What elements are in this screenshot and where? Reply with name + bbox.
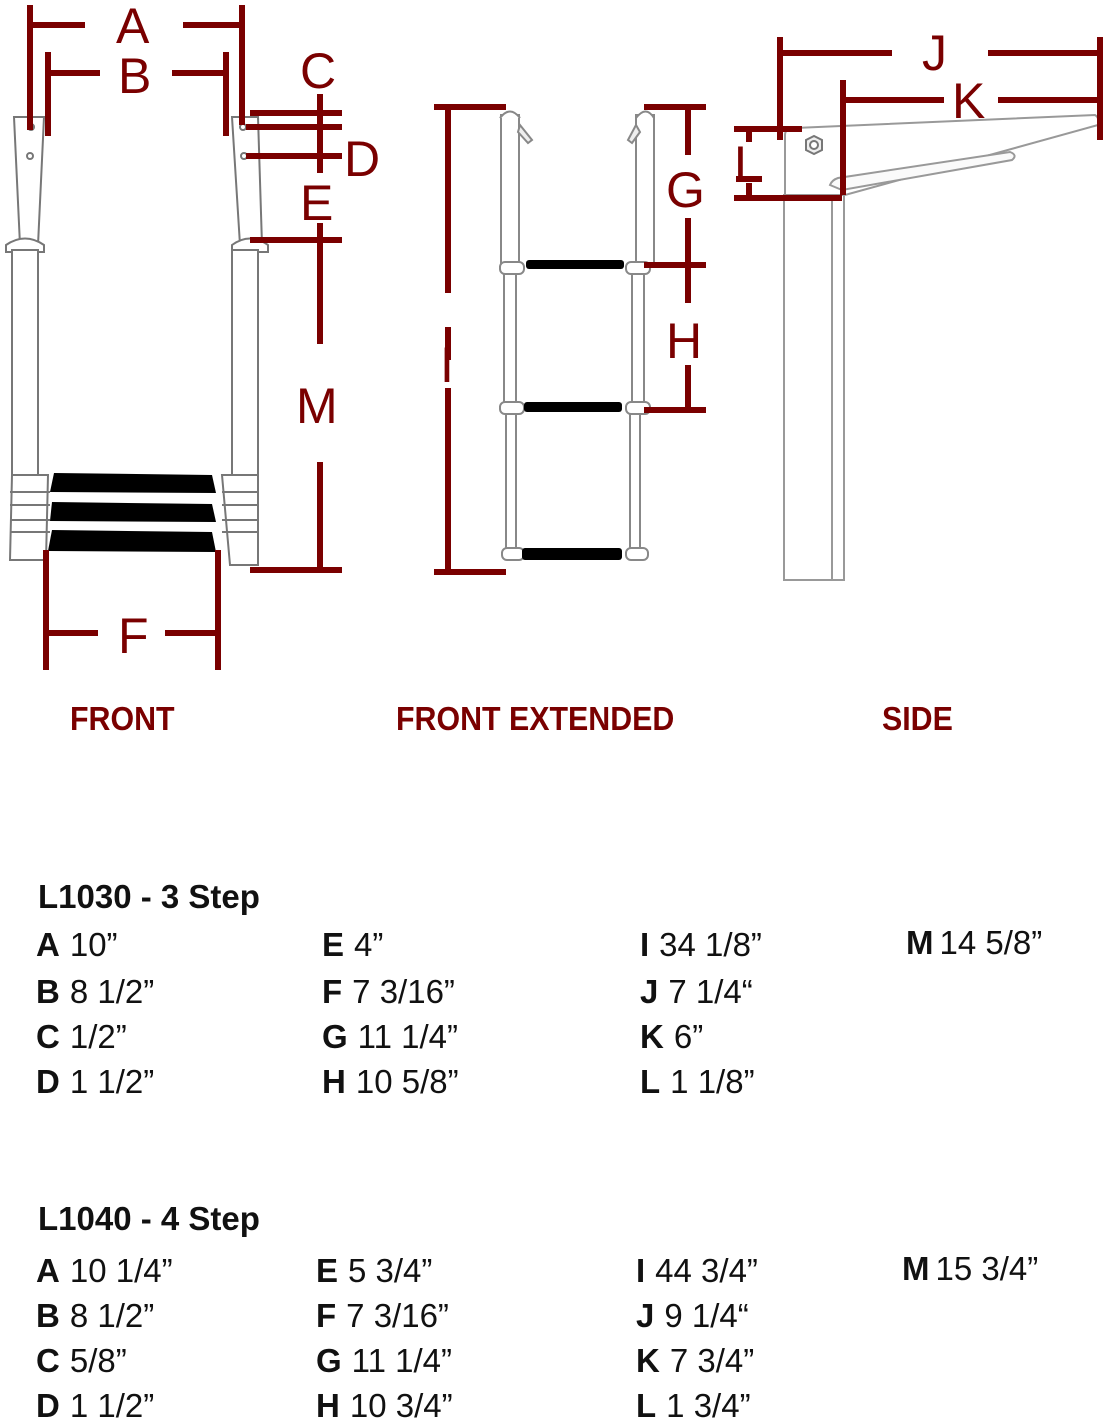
dim-label-b: B (118, 48, 151, 104)
ladder-dimension-diagram: A B C D E F G H I J K L M (5, 0, 1103, 670)
dim-label-l: L (734, 136, 762, 192)
view-label-front: FRONT (70, 700, 175, 737)
dim-label-j: J (922, 25, 947, 81)
dim-label-f: F (118, 608, 149, 664)
dim-label-m: M (296, 378, 338, 434)
dimension-letters: A B C D E F G H I J K L M (116, 0, 985, 664)
dim-label-e: E (300, 175, 333, 231)
front-view-ladder (5, 116, 269, 566)
dim-label-a: A (116, 0, 150, 54)
view-label-side: SIDE (882, 700, 953, 737)
dim-label-i: I (440, 337, 454, 393)
spec-title: L1040 - 4 Step (38, 1200, 260, 1237)
dim-label-k: K (952, 73, 985, 129)
front-extended-steps (522, 260, 624, 560)
dim-label-c: C (300, 43, 336, 99)
dim-label-d: D (344, 131, 380, 187)
front-extended-ladder (499, 110, 655, 561)
spec-title: L1030 - 3 Step (38, 878, 260, 915)
dim-label-h: H (666, 313, 702, 369)
dim-label-g: G (666, 162, 705, 218)
dimension-lines (27, 5, 1103, 670)
front-view-steps (48, 473, 216, 552)
side-view-ladder (783, 113, 1100, 581)
view-label-front-extended: FRONT EXTENDED (396, 700, 675, 737)
